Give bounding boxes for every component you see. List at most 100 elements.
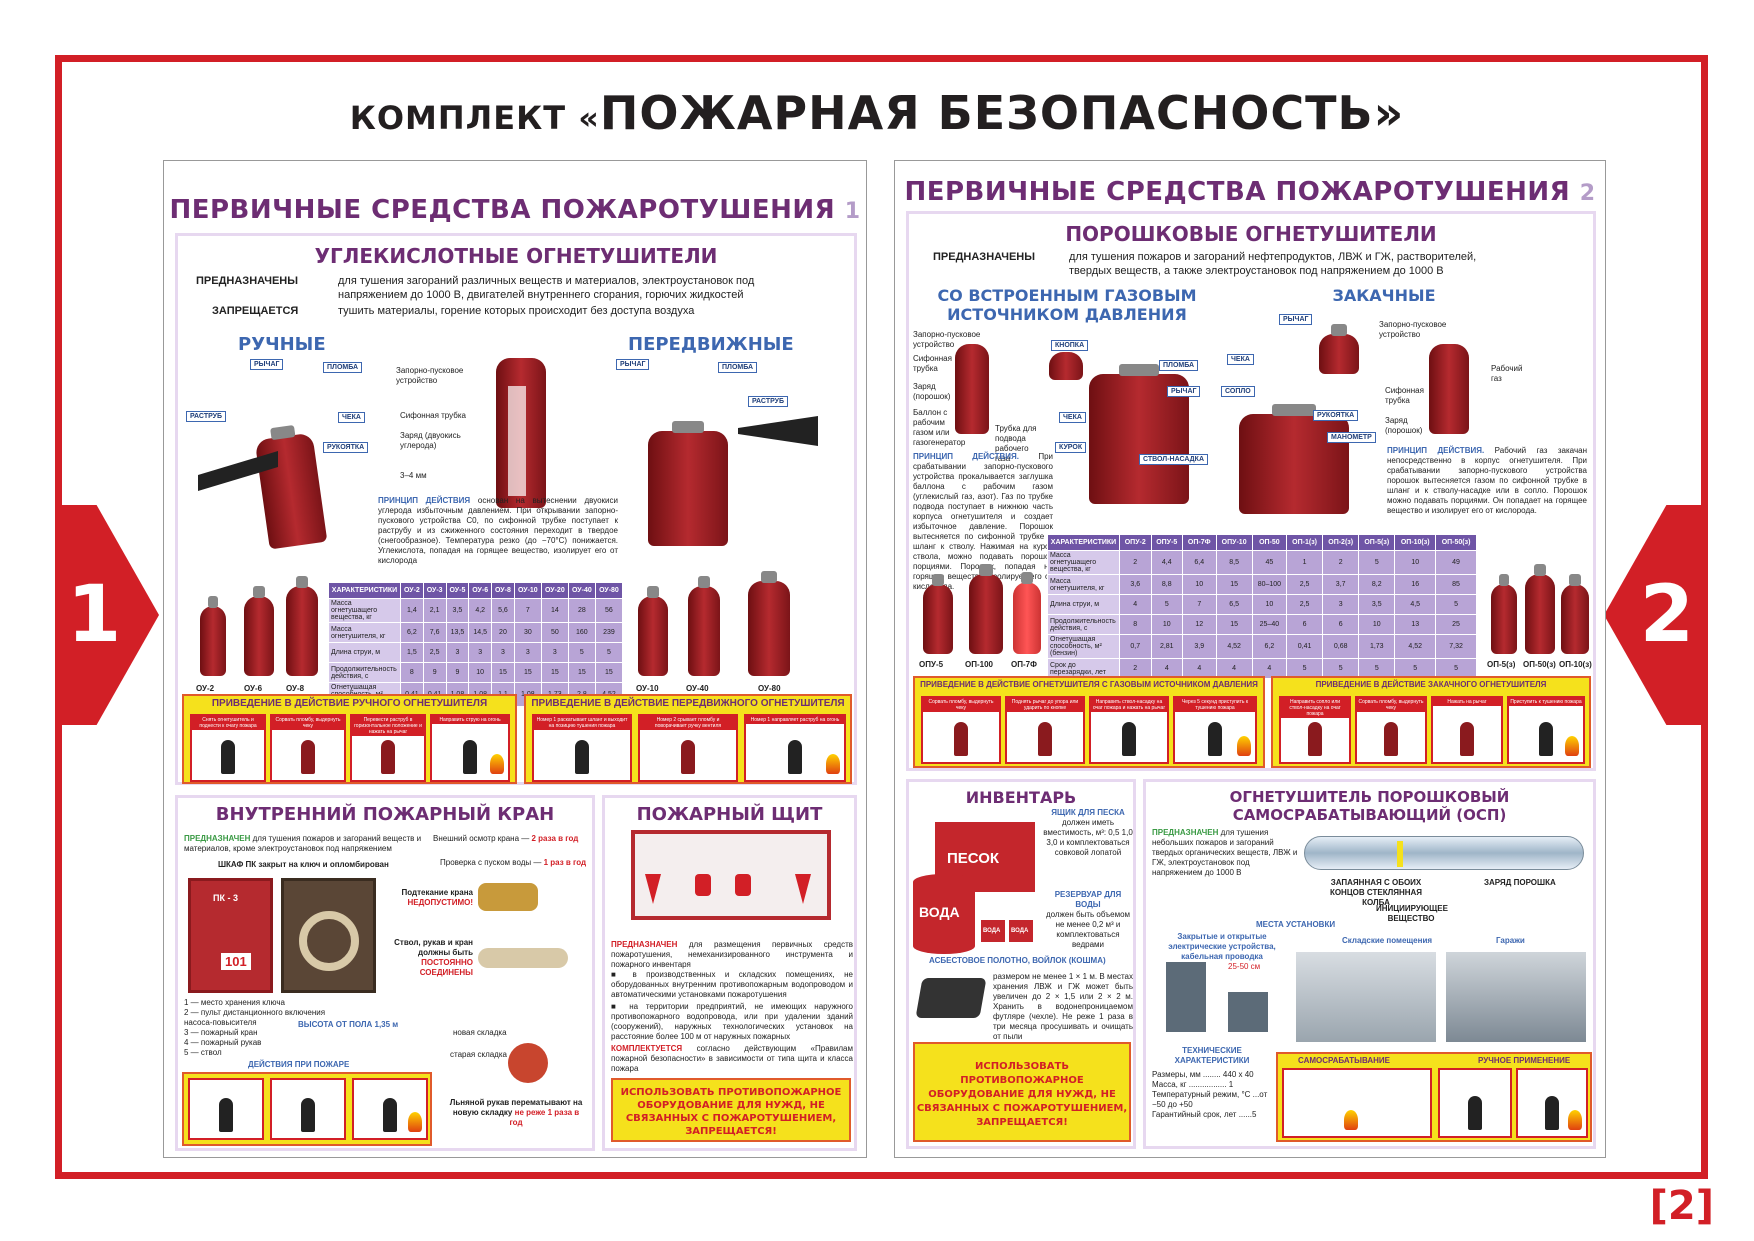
table-cell: 3 (1322, 594, 1360, 615)
electric-box-image (1228, 992, 1268, 1032)
purpose-text: для тушения пожаров и загораний нефтепро… (1069, 251, 1477, 277)
step-caption: Номер 2 срывает пломбу и поворачивает ру… (640, 716, 736, 730)
model-label: ОУ-80 (758, 684, 781, 693)
step-caption: Снять огнетушитель и поднести к очагу по… (192, 716, 264, 730)
table-cell: 50 (540, 622, 569, 643)
model-label: ОУ-6 (244, 684, 263, 693)
linen-text: Льняной рукав перематывают на новую скла… (449, 1098, 583, 1127)
step-card (352, 1078, 428, 1140)
cut-label: 3–4 мм (400, 471, 427, 480)
opu5-image (923, 574, 953, 654)
tag-horn: РАСТРУБ (186, 411, 227, 422)
step-caption: Направить сопло или ствол-насадку на оча… (1281, 698, 1349, 718)
fold-old: старая складка (450, 1050, 507, 1059)
table-cell: 15 (513, 662, 542, 683)
step-card: Снять огнетушитель и поднести к очагу по… (190, 714, 266, 782)
table-cell: 1,5 (400, 642, 424, 663)
leak-text: Подтекание крана НЕДОПУСТИМО! (401, 888, 473, 907)
table-cell: 9 (445, 662, 470, 683)
table-header: ХАРАКТЕРИСТИКИ (328, 582, 401, 599)
place-label: Складские помещения (1342, 936, 1433, 945)
table-cell: 3 (468, 642, 493, 663)
initiator-label: ИНИЦИИРУЮЩЕЕ ВЕЩЕСТВО (1376, 904, 1448, 923)
table-cell: Продолжительность действия, с (1047, 614, 1120, 635)
op5z-image (1491, 574, 1517, 654)
osp-flask-image (1304, 836, 1584, 870)
pump-label: Рабочий газ (1491, 364, 1523, 383)
step-card (188, 1078, 264, 1140)
table-header: ОП-2(з) (1322, 534, 1360, 551)
step-caption: Перевести раструб в горизонтальное полож… (352, 716, 424, 736)
table-cell: 49 (1435, 550, 1477, 575)
table-cell: 80–100 (1251, 574, 1288, 595)
bucket-icon: ВОДА (981, 920, 1005, 942)
flame-icon (490, 754, 504, 774)
table-cell: 3,9 (1182, 634, 1217, 659)
table-cell: 4,52 (1215, 634, 1253, 659)
step-card: Сорвать пломбу, выдернуть чеку (270, 714, 346, 782)
distance-label: 25-50 см (1228, 962, 1261, 971)
table-cell: 6,5 (1215, 594, 1253, 615)
felt-image (915, 978, 987, 1018)
tag-trigger: КУРОК (1055, 442, 1087, 453)
table-cell: Масса огнетушащего вещества, кг (1047, 550, 1120, 575)
tag-seal: ПЛОМБА (1159, 360, 1199, 371)
extinguisher-icon (1038, 722, 1052, 756)
table-header: ОУ-20 (540, 582, 569, 599)
step-card: Номер 2 срывает пломбу и поворачивает ру… (638, 714, 738, 782)
cut-label: Запорно-пусковое устройство (396, 366, 464, 385)
person-icon (788, 740, 802, 774)
ou80-image (748, 571, 790, 676)
table-cell: 4 (1251, 658, 1288, 679)
table-cell: Продолжительность действия, с (328, 662, 401, 683)
charge-label: ЗАРЯД ПОРОШКА (1484, 878, 1556, 887)
poster-2: ПЕРВИЧНЫЕ СРЕДСТВА ПОЖАРОТУШЕНИЯ 2 ПОРОШ… (894, 160, 1606, 1158)
step-caption: Номер 1 раскатывает шланг и выходит на п… (534, 716, 630, 730)
table-cell: 6,2 (1251, 634, 1288, 659)
table-cell: 0,7 (1119, 634, 1152, 659)
initiator-band (1397, 841, 1403, 867)
table-cell: 2 (1119, 550, 1152, 575)
step-card: Приступить к тушению пожара (1507, 696, 1585, 764)
osp-title: ОГНЕТУШИТЕЛЬ ПОРОШКОВЫЙ САМОСРАБАТЫВАЮЩИ… (1229, 788, 1510, 824)
model-label: ОУ-40 (686, 684, 709, 693)
bucket-icon: ВОДА (1009, 920, 1033, 942)
step-card: Номер 1 раскатывает шланг и выходит на п… (532, 714, 632, 782)
ou2-image (200, 596, 226, 676)
flame-icon (1565, 736, 1579, 756)
table-cell: 1,73 (1358, 634, 1396, 659)
table-cell: 8 (1119, 614, 1152, 635)
step-caption: Нажать на рычаг (1433, 698, 1501, 706)
principle-text: ПРИНЦИП ДЕЙСТВИЯ основан на вытеснении д… (378, 496, 618, 565)
purpose-text: для тушения загораний различных веществ … (338, 275, 755, 301)
powder-title: ПОРОШКОВЫЕ ОГНЕТУШИТЕЛИ (1065, 222, 1437, 246)
flame-icon (826, 754, 840, 774)
co2-title: УГЛЕКИСЛОТНЫЕ ОГНЕТУШИТЕЛИ (314, 244, 718, 268)
cutaway-window (508, 386, 526, 496)
band-title: ПРИВЕДЕНИЕ В ДЕЙСТВИЕ ОГНЕТУШИТЕЛЯ С ГАЗ… (920, 680, 1258, 689)
place-label: Гаражи (1496, 936, 1525, 945)
table-cell: Длина струи, м (328, 642, 401, 663)
tag-gauge: МАНОМЕТР (1327, 432, 1376, 443)
step-card (1282, 1068, 1432, 1138)
step-card (270, 1078, 346, 1140)
warehouse-image (1296, 952, 1436, 1042)
forbid-text: тушить материалы, горение которых происх… (338, 305, 695, 317)
extinguisher-icon (695, 874, 711, 896)
table-cell: 5 (594, 642, 624, 663)
table-cell: 0,41 (1286, 634, 1324, 659)
band-title: ПРИВЕДЕНИЕ В ДЕЙСТВИЕ ПЕРЕДВИЖНОГО ОГНЕТ… (531, 698, 845, 709)
table-cell: 8,2 (1358, 574, 1396, 595)
table-header: ОУ-8 (491, 582, 515, 599)
gas-label: Заряд (порошок) (913, 382, 951, 401)
table-cell: 45 (1251, 550, 1288, 575)
person-icon (1468, 1096, 1482, 1130)
table-cell: Длина струи, м (1047, 594, 1120, 615)
table-cell: 25 (1435, 614, 1477, 635)
table-header: ОПУ-10 (1215, 534, 1253, 551)
model-label: ОУ-2 (196, 684, 215, 693)
